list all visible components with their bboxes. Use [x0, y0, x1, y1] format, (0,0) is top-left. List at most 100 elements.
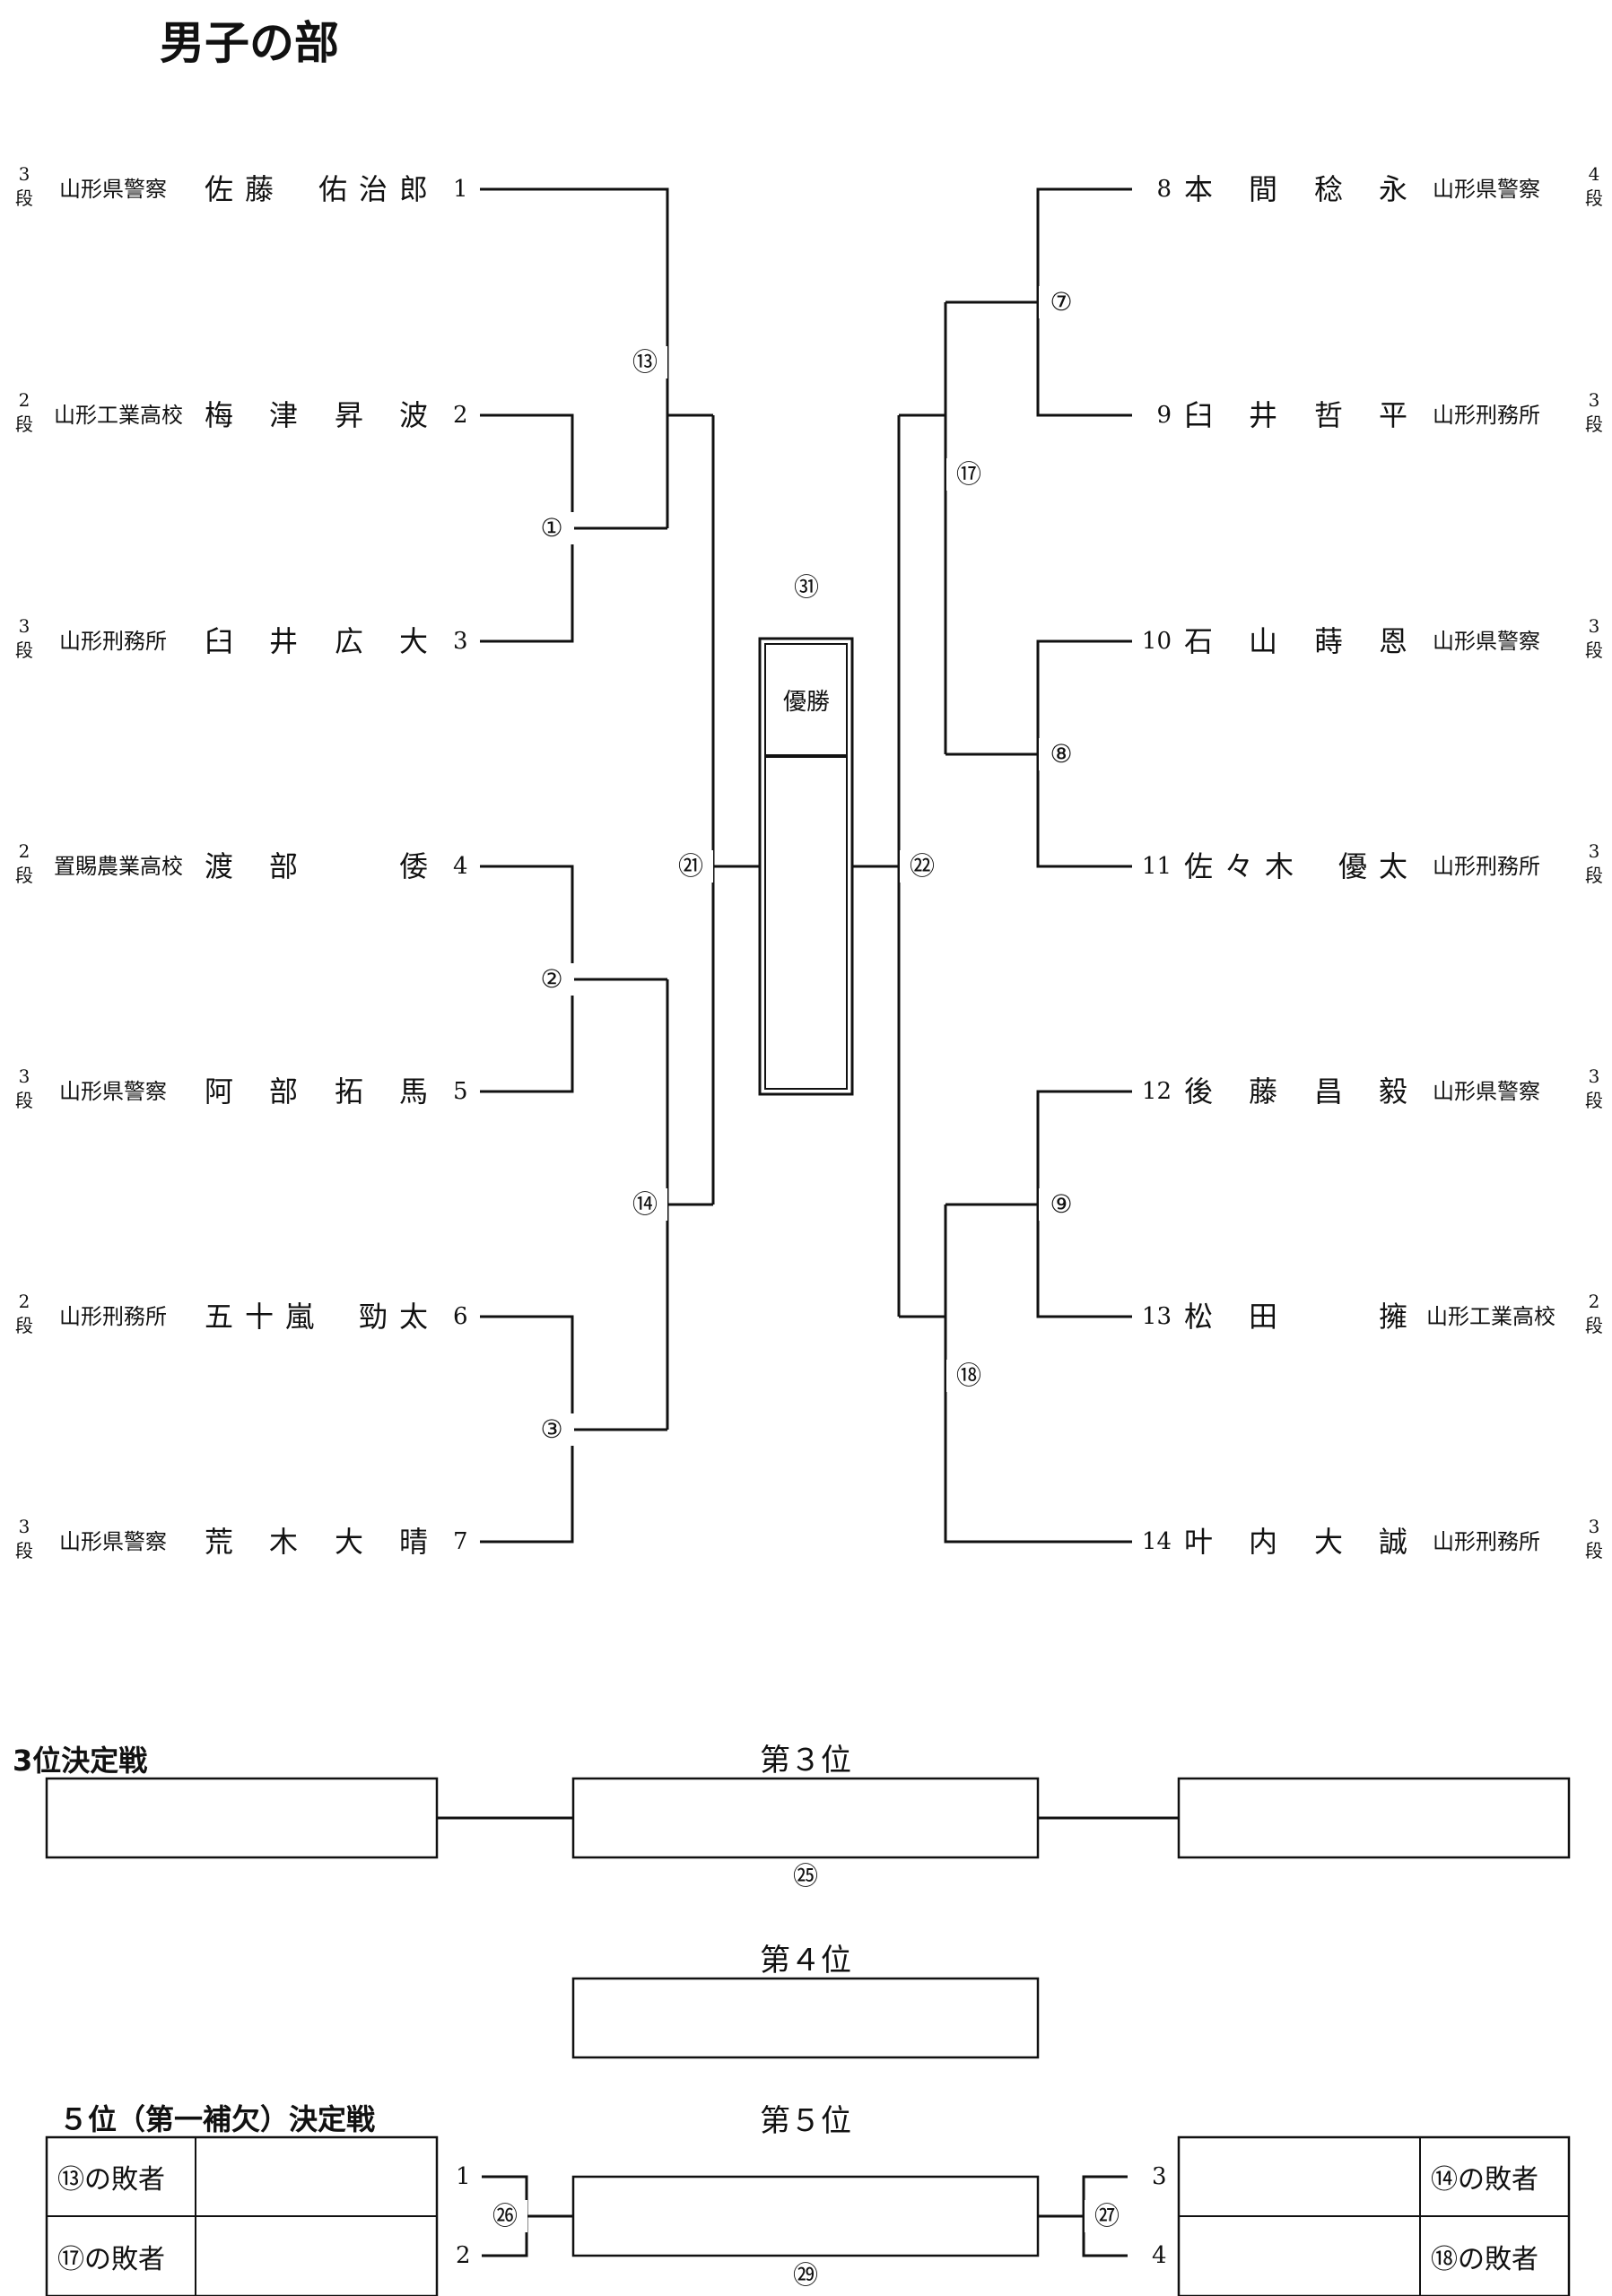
player-name: 梅津昇波	[205, 398, 429, 432]
seed-number: 9	[1156, 402, 1172, 429]
affiliation: 山形刑務所	[59, 1304, 167, 1329]
player-name: 石山蒔恩	[1184, 624, 1408, 658]
seed-number: 4	[453, 853, 468, 880]
seed-number: 13	[1141, 1303, 1172, 1330]
match-number-7: ⑦	[1039, 286, 1084, 318]
seed-number: 1	[453, 176, 468, 203]
loser-slot-label: ⑰の敗者	[57, 2244, 165, 2275]
match-number-21: ㉑	[668, 850, 713, 883]
player-name: 松田擁	[1184, 1300, 1408, 1334]
player-name: 佐藤佑治郎	[205, 172, 429, 206]
match-number-3: ③	[529, 1413, 574, 1446]
seed-number: 8	[1156, 176, 1172, 203]
seed-number: 12	[1141, 1078, 1172, 1105]
affiliation: 山形県警察	[1433, 629, 1540, 654]
player-name: 佐々木優太	[1184, 849, 1408, 883]
third-place-section-title: 3位決定戦	[13, 1744, 148, 1778]
seed-number: 10	[1141, 628, 1172, 655]
player-name: 後藤昌毅	[1184, 1074, 1408, 1109]
loser-slot-label: ⑱の敗者	[1431, 2244, 1538, 2275]
player-name: 本間稔永	[1184, 172, 1408, 206]
player-name: 阿部拓馬	[205, 1074, 429, 1109]
seed-number: 7	[453, 1528, 468, 1555]
affiliation: 山形刑務所	[1433, 854, 1540, 879]
third-place-caption: 第３位	[760, 1743, 851, 1779]
player-name: 臼井哲平	[1184, 398, 1408, 432]
seed-number: 3	[1152, 2163, 1167, 2190]
seed-number: 11	[1141, 853, 1172, 880]
affiliation: 山形県警察	[59, 1529, 167, 1554]
affiliation: 山形刑務所	[59, 629, 167, 654]
affiliation: 山形県警察	[1433, 1079, 1540, 1104]
loser-slot-label: ⑬の敗者	[57, 2164, 165, 2196]
match-number-13: ⑬	[623, 346, 667, 378]
affiliation: 山形工業高校	[54, 403, 183, 428]
match-number-2: ②	[529, 963, 574, 996]
seed-number: 1	[456, 2163, 471, 2190]
match-number-17: ⑰	[946, 458, 991, 491]
affiliation: 山形県警察	[59, 177, 167, 202]
affiliation: 山形刑務所	[1433, 403, 1540, 428]
fifth-place-section-title: ５位（第一補欠）決定戦	[59, 2102, 376, 2136]
match-number-9: ⑨	[1039, 1188, 1084, 1221]
player-name: 渡部倭	[205, 849, 429, 883]
page-title: 男子の部	[160, 16, 339, 69]
affiliation: 山形県警察	[1433, 177, 1540, 202]
match-number-1: ①	[529, 512, 574, 544]
seed-number: 5	[453, 1078, 468, 1105]
affiliation: 置賜農業高校	[54, 854, 183, 879]
match-number-14: ⑭	[623, 1188, 667, 1221]
fourth-place-caption: 第４位	[760, 1943, 851, 1979]
player-name: 叶内大誠	[1184, 1525, 1408, 1559]
loser-slot-label: ⑭の敗者	[1431, 2164, 1538, 2196]
match-number-8: ⑧	[1039, 738, 1084, 770]
seed-number: 2	[453, 402, 468, 429]
affiliation: 山形刑務所	[1433, 1529, 1540, 1554]
seed-number: 3	[453, 628, 468, 655]
seed-number: 4	[1152, 2242, 1167, 2269]
match-number-25: ㉕	[783, 1860, 828, 1892]
player-name: 五十嵐勁太	[205, 1300, 429, 1334]
fifth-place-caption: 第５位	[760, 2103, 851, 2139]
seed-number: 6	[453, 1303, 468, 1330]
affiliation: 山形県警察	[59, 1079, 167, 1104]
player-name: 臼井広大	[205, 624, 429, 658]
player-name: 荒木大晴	[205, 1525, 429, 1559]
affiliation: 山形工業高校	[1426, 1304, 1555, 1329]
match-number-26: ㉖	[483, 2200, 527, 2232]
seed-number: 14	[1141, 1528, 1172, 1555]
seed-number: 2	[456, 2242, 471, 2269]
match-number-31: ㉛	[784, 571, 829, 604]
match-number-18: ⑱	[946, 1360, 991, 1392]
match-number-29: ㉙	[783, 2259, 828, 2292]
match-number-22: ㉒	[900, 850, 945, 883]
